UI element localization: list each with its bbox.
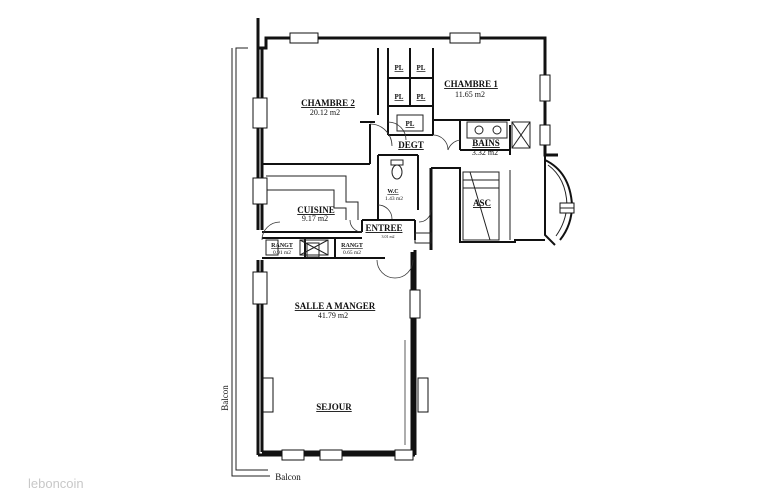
balcony-left-label: Balcon <box>220 385 230 411</box>
cuisine-area: 9.17 m2 <box>302 214 328 223</box>
chambre1-label: CHAMBRE 1 <box>444 79 498 89</box>
placard-label: PL <box>395 93 404 101</box>
placard-label: PL <box>395 64 404 72</box>
entree-area: 3.01 m2 <box>381 234 394 239</box>
chambre1-area: 11.65 m2 <box>455 90 485 99</box>
entree-label: ENTREE <box>365 223 402 233</box>
salle-label: SALLE A MANGER <box>295 301 376 311</box>
chambre2-label: CHAMBRE 2 <box>301 98 355 108</box>
wc-label: W.C <box>387 189 398 195</box>
bay-window <box>544 159 575 241</box>
doors <box>261 121 461 279</box>
cuisine-label: CUISINE <box>297 205 335 215</box>
bains-area: 3.32 m2 <box>472 148 498 157</box>
bains-label: BAINS <box>472 138 500 148</box>
rangt1-label: RANGT <box>271 243 293 249</box>
degt-label: DEGT <box>398 140 424 150</box>
placard-label: PL <box>406 120 415 128</box>
rangt2-label: RANGT <box>341 243 363 249</box>
asc-label: ASC <box>473 198 491 208</box>
placard-label: PL <box>417 64 426 72</box>
wc-area: 1.43 m2 <box>385 196 403 202</box>
rangt1-area: 0.91 m2 <box>273 250 291 256</box>
sejour-label: SEJOUR <box>316 402 352 412</box>
placard-label: PL <box>417 93 426 101</box>
interior-walls <box>262 48 531 445</box>
windows <box>252 32 551 461</box>
exterior-walls <box>256 18 558 457</box>
watermark: leboncoin <box>28 476 84 491</box>
balcony-bottom-label: Balcon <box>275 472 301 482</box>
salle-area: 41.79 m2 <box>318 311 348 320</box>
rangt2-area: 0.65 m2 <box>343 250 361 256</box>
chambre2-area: 20.12 m2 <box>310 108 340 117</box>
balcony-outline <box>231 47 270 477</box>
